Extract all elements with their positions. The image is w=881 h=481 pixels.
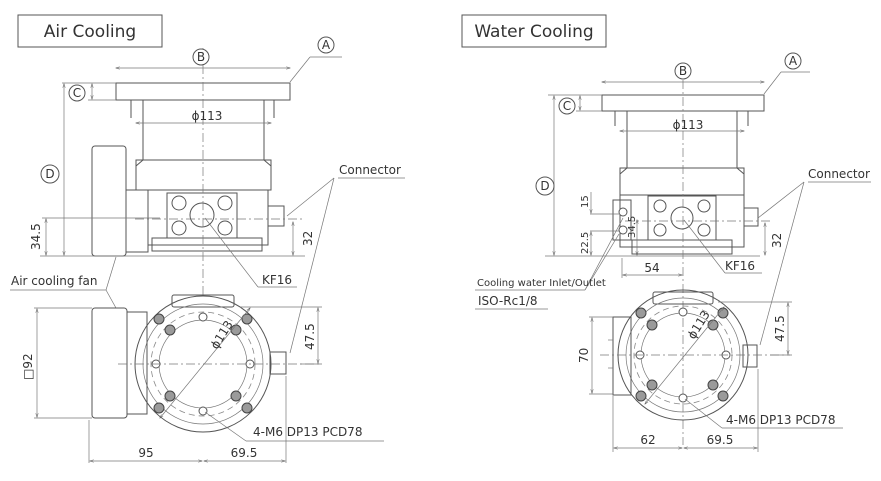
svg-text:Connector: Connector: [339, 163, 401, 177]
air-title: Air Cooling: [44, 22, 136, 42]
air-dim-c: C: [62, 82, 116, 102]
svg-text:ISO-Rc1/8: ISO-Rc1/8: [478, 294, 538, 308]
water-dim-32: 32: [765, 223, 784, 255]
air-dim-b: B: [116, 48, 290, 68]
air-dim-phi-top: ϕ113: [136, 109, 271, 123]
svg-text:KF16: KF16: [262, 273, 292, 287]
air-callout-connector: Connector: [286, 163, 405, 354]
svg-text:4-M6 DP13 PCD78: 4-M6 DP13 PCD78: [253, 425, 362, 439]
svg-text:70: 70: [577, 348, 591, 363]
water-dim-phi-top: ϕ113: [620, 118, 744, 132]
water-callout-connector: Connector: [757, 167, 871, 346]
air-cooling-panel: Air Cooling: [10, 14, 405, 463]
water-dim-15-22-5: 15 22.5: [580, 192, 620, 255]
water-top-view: ϕ113: [600, 289, 790, 421]
water-dim-c: C: [548, 94, 602, 115]
water-dim-70: 70: [577, 316, 613, 395]
svg-text:Connector: Connector: [808, 167, 870, 181]
water-side-view: [601, 80, 770, 445]
svg-text:ϕ113: ϕ113: [208, 318, 236, 352]
svg-text:34.5: 34.5: [29, 223, 43, 250]
air-label-a: A: [289, 36, 342, 83]
water-dim-d: D: [535, 96, 760, 257]
air-dim-47-5: 47.5: [240, 306, 322, 365]
svg-text:D: D: [45, 167, 54, 181]
svg-text:34.5: 34.5: [627, 216, 638, 238]
air-dim-34-5: 34.5: [29, 217, 160, 255]
water-dim-bottom: 62 69.5: [612, 369, 759, 452]
air-callout-bolts: 4-M6 DP13 PCD78: [204, 411, 384, 442]
svg-text:69.5: 69.5: [231, 446, 258, 460]
svg-text:Cooling water Inlet/Outlet: Cooling water Inlet/Outlet: [477, 278, 606, 289]
air-dim-32: 32: [293, 222, 315, 255]
water-dim-b: B: [602, 62, 764, 82]
svg-text:A: A: [322, 38, 331, 52]
svg-text:95: 95: [138, 446, 153, 460]
air-side-view: [91, 48, 305, 298]
air-callout-kf16: KF16: [204, 217, 297, 288]
air-title-box: Air Cooling: [17, 14, 163, 48]
svg-text:62: 62: [640, 433, 655, 447]
svg-text:32: 32: [301, 231, 315, 246]
air-dim-92: □92: [21, 307, 92, 419]
svg-text:4-M6 DP13 PCD78: 4-M6 DP13 PCD78: [726, 413, 835, 427]
svg-text:54: 54: [644, 261, 659, 275]
water-dim-34-5: 34.5: [627, 216, 638, 255]
air-dim-bottom: 95 69.5: [88, 376, 287, 463]
svg-text:22.5: 22.5: [580, 232, 591, 254]
svg-text:B: B: [679, 64, 687, 78]
svg-text:69.5: 69.5: [707, 433, 734, 447]
svg-text:A: A: [789, 54, 798, 68]
svg-text:B: B: [197, 50, 205, 64]
water-title-box: Water Cooling: [461, 14, 607, 48]
water-dim-47-5: 47.5: [718, 301, 792, 356]
svg-text:15: 15: [580, 195, 591, 208]
svg-text:KF16: KF16: [725, 259, 755, 273]
svg-text:C: C: [73, 86, 81, 100]
svg-text:Air cooling fan: Air cooling fan: [11, 274, 97, 288]
water-title: Water Cooling: [474, 22, 593, 42]
svg-text:32: 32: [770, 233, 784, 248]
water-callout-kf16: KF16: [683, 219, 762, 274]
svg-text:□92: □92: [21, 353, 35, 380]
svg-text:47.5: 47.5: [303, 323, 317, 350]
svg-text:47.5: 47.5: [773, 315, 787, 342]
water-dim-54: 54: [621, 258, 682, 278]
svg-text:C: C: [563, 99, 571, 113]
svg-text:ϕ113: ϕ113: [192, 109, 223, 123]
water-callout-water: Cooling water Inlet/Outlet: [475, 217, 624, 291]
air-dim-d: D: [40, 84, 305, 257]
water-cooling-panel: Water Cooling: [461, 14, 871, 452]
water-callout-bolts: 4-M6 DP13 PCD78: [684, 398, 843, 429]
water-callout-iso: ISO-Rc1/8: [475, 294, 548, 310]
svg-text:ϕ113: ϕ113: [673, 118, 704, 132]
water-label-a: A: [763, 52, 810, 95]
svg-text:D: D: [540, 179, 549, 193]
air-callout-fan: Air cooling fan: [10, 256, 117, 309]
